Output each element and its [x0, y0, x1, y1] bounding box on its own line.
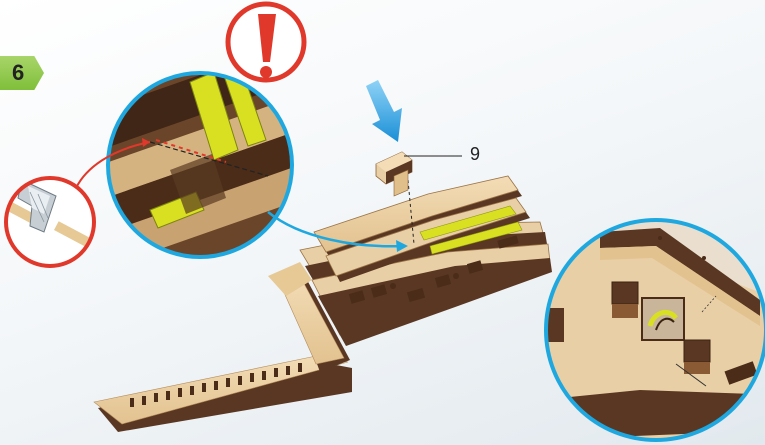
insertion-guide-line [407, 179, 415, 245]
wooden-model [93, 175, 552, 432]
part-9 [375, 151, 413, 197]
zoom-detail-circle [106, 71, 294, 259]
exclamation-warning-icon [225, 1, 307, 83]
blue-connector-line [267, 211, 403, 248]
blue-down-arrow-icon [366, 80, 402, 142]
step-number: 6 [12, 60, 25, 85]
detail-zoom-circle [544, 218, 765, 442]
utility-knife-cut-icon [4, 176, 96, 268]
step-number-badge: 6 [0, 56, 44, 90]
rack-teeth [130, 363, 302, 407]
part-number-callout: 9 [470, 144, 481, 164]
red-connector-line [75, 141, 151, 189]
